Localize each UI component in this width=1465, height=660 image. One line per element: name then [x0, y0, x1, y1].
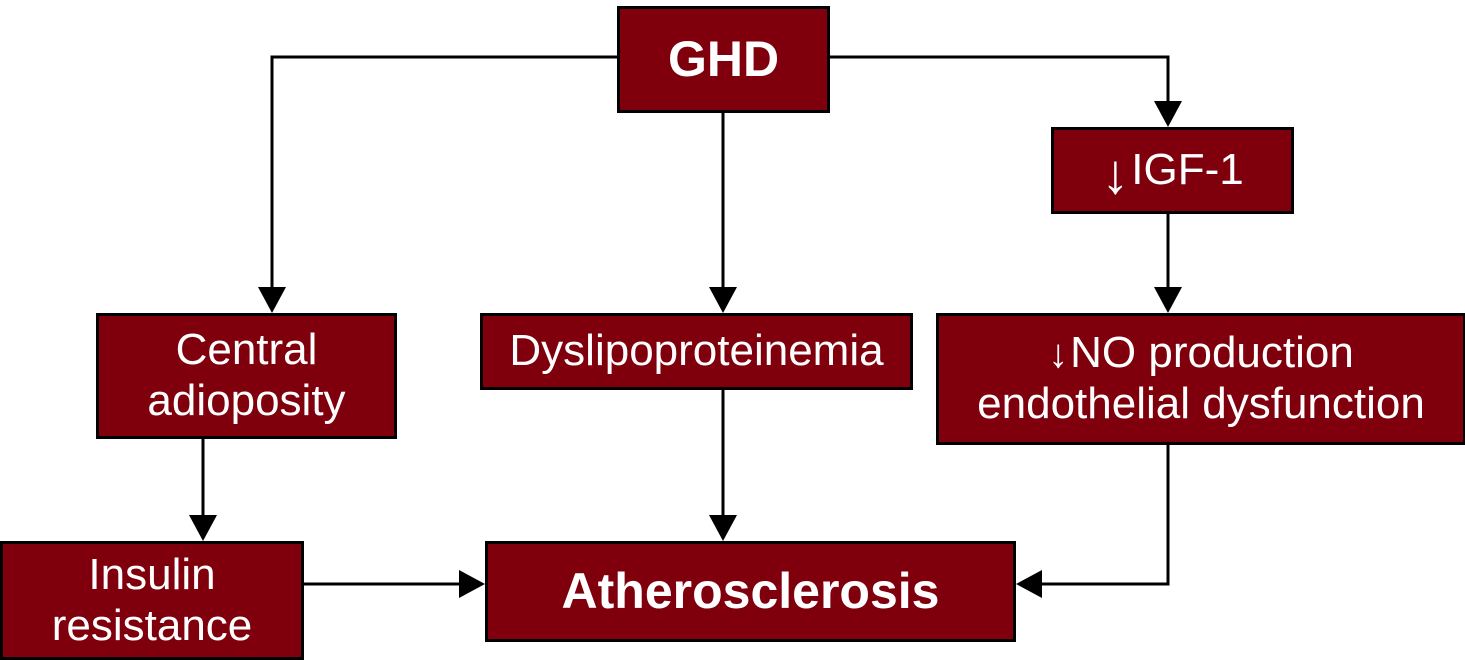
arrowhead-no-production	[1154, 287, 1182, 313]
connector-ghd-to-igf1	[830, 55, 1170, 104]
node-no-production-line1-row: ↓ NO production	[1048, 328, 1354, 379]
node-igf1-line: ↓ IGF-1	[1101, 138, 1244, 205]
arrowhead-central-adiposity	[258, 287, 286, 313]
node-ghd: GHD	[617, 6, 830, 113]
node-igf1-label: IGF-1	[1131, 145, 1244, 195]
arrowhead-atherosclerosis-right	[1016, 570, 1042, 598]
node-central-adiposity-line2: adioposity	[147, 376, 346, 425]
node-no-production-line1: NO production	[1070, 328, 1354, 378]
connector-no-production-to-atherosclerosis	[1039, 445, 1170, 586]
arrowhead-insulin-resistance	[189, 515, 217, 541]
node-igf1: ↓ IGF-1	[1051, 127, 1294, 214]
down-arrow-icon: ↓	[1101, 142, 1130, 206]
node-atherosclerosis-label: Atherosclerosis	[561, 562, 940, 619]
node-insulin-resistance-line2: resistance	[51, 600, 253, 650]
node-ghd-label: GHD	[667, 30, 780, 87]
arrowhead-dyslipoproteinemia	[709, 287, 737, 313]
arrowhead-igf1	[1154, 101, 1182, 127]
node-insulin-resistance: Insulin resistance	[0, 541, 304, 660]
arrowhead-atherosclerosis-left	[459, 570, 485, 598]
down-arrow-icon: ↓	[1048, 331, 1069, 376]
node-dyslipoproteinemia-label: Dyslipoproteinemia	[509, 326, 884, 376]
node-atherosclerosis: Atherosclerosis	[485, 541, 1016, 642]
node-no-production-line2: endothelial dysfunction	[977, 379, 1425, 428]
arrowhead-atherosclerosis-top	[709, 515, 737, 541]
node-central-adiposity: Central adioposity	[96, 313, 397, 439]
node-central-adiposity-line1: Central	[175, 325, 318, 375]
node-no-production: ↓ NO production endothelial dysfunction	[936, 313, 1465, 445]
node-insulin-resistance-line1: Insulin	[88, 549, 216, 599]
node-dyslipoproteinemia: Dyslipoproteinemia	[480, 313, 913, 390]
connector-ghd-to-central-adiposity	[270, 55, 617, 290]
